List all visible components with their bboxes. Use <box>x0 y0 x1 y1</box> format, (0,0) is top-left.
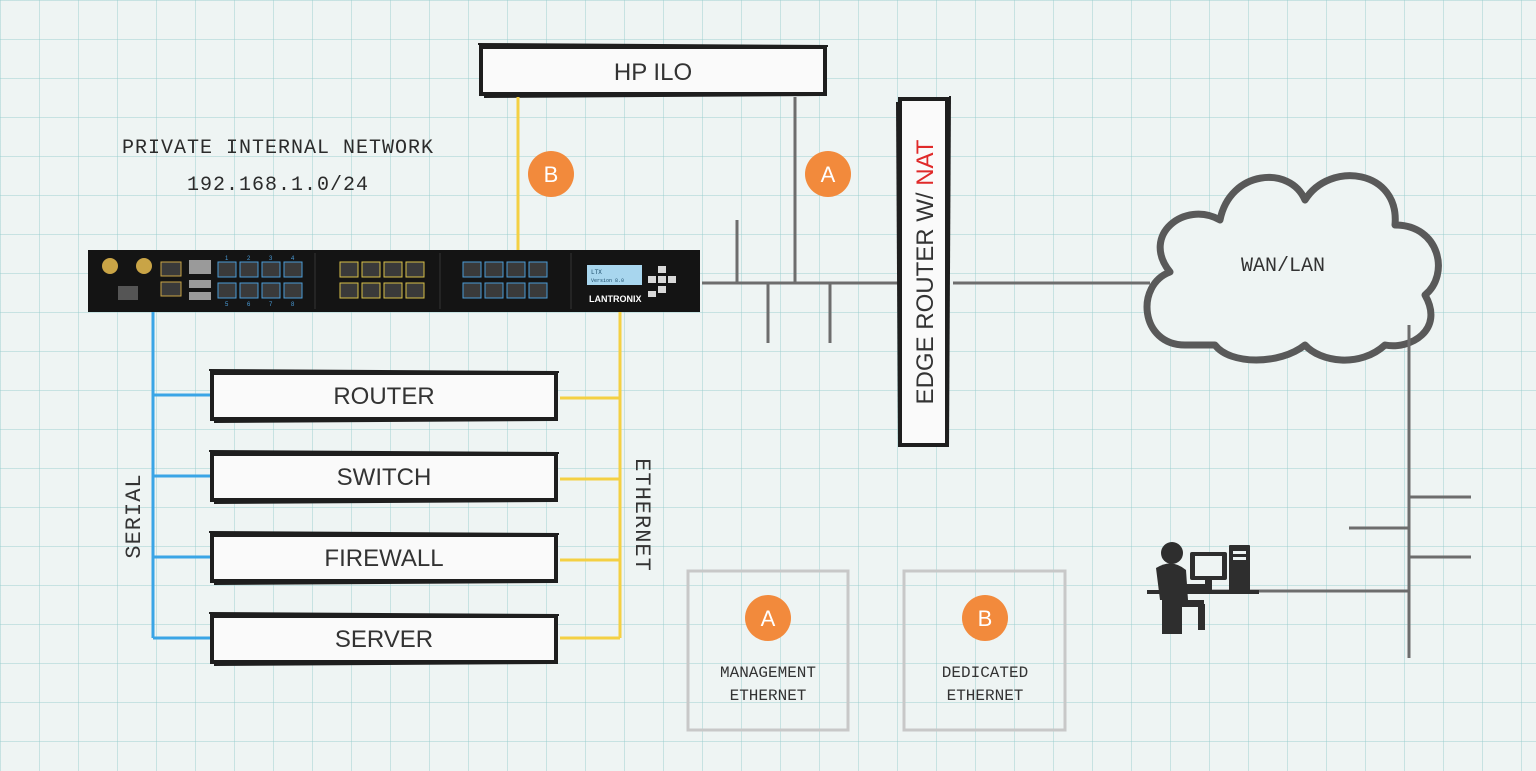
edge-router-label: EDGE ROUTER W/ NAT <box>912 139 939 404</box>
device-switch-label: SWITCH <box>337 464 432 491</box>
port-number: 3 <box>269 256 273 262</box>
lan-tree <box>1200 325 1471 658</box>
port-number: 5 <box>225 302 229 308</box>
hp-ilo-label: HP ILO <box>614 59 692 86</box>
hp-ilo-box: HP ILO <box>477 43 829 98</box>
legend-a-line-1: MANAGEMENT <box>720 664 816 682</box>
legend-dedicated-ethernet: B DEDICATED ETHERNET <box>902 569 1067 732</box>
cloud-icon: WAN/LAN <box>1143 172 1442 364</box>
port-number: 7 <box>269 302 273 308</box>
port-bank-2 <box>339 261 425 299</box>
device-server-label: SERVER <box>335 626 433 653</box>
port-number: 6 <box>247 302 251 308</box>
lcd-line-1: LTX <box>591 269 602 276</box>
legend-b-marker: B <box>978 606 993 631</box>
lantronix-appliance: 1 2 3 4 5 6 7 8 LTX Version 8.0 LANTRONI… <box>88 250 700 312</box>
appliance-brand: LANTRONIX <box>589 294 642 304</box>
device-switch: SWITCH <box>208 450 560 504</box>
serial-lines <box>151 312 212 640</box>
ethernet-lines <box>560 312 622 640</box>
port-number: 1 <box>225 256 229 262</box>
workstation-user-icon <box>1147 542 1259 634</box>
port-number: 8 <box>291 302 295 308</box>
network-subnet: 192.168.1.0/24 <box>187 174 369 197</box>
device-firewall: FIREWALL <box>208 531 560 585</box>
edge-router-box: EDGE ROUTER W/ NAT <box>896 95 951 448</box>
marker-a-label: A <box>821 162 836 187</box>
main-antenna-icon <box>136 258 152 274</box>
device-router: ROUTER <box>208 369 560 423</box>
edge-router-label-nat: NAT <box>912 139 939 186</box>
device-firewall-label: FIREWALL <box>324 545 443 572</box>
marker-b: B <box>528 151 574 197</box>
keypad <box>648 266 676 297</box>
legend-b-line-1: DEDICATED <box>942 664 1028 682</box>
legend-a-line-2: ETHERNET <box>730 687 807 705</box>
marker-a: A <box>805 151 851 197</box>
port-number: 2 <box>247 256 251 262</box>
device-server: SERVER <box>208 612 560 666</box>
cloud-label: WAN/LAN <box>1241 255 1325 278</box>
marker-b-label: B <box>544 162 559 187</box>
edge-router-label-main: EDGE ROUTER W/ <box>912 186 939 405</box>
port-bank-1 <box>217 261 303 299</box>
port-bank-3 <box>462 261 548 299</box>
lcd-display <box>587 265 642 285</box>
ethernet-label: ETHERNET <box>629 458 654 572</box>
port-number: 4 <box>291 256 295 262</box>
serial-label: SERIAL <box>122 473 147 558</box>
network-title: PRIVATE INTERNAL NETWORK <box>122 137 434 160</box>
legend-management-ethernet: A MANAGEMENT ETHERNET <box>686 569 850 732</box>
legend-b-line-2: ETHERNET <box>947 687 1024 705</box>
device-router-label: ROUTER <box>333 383 434 410</box>
lcd-line-2: Version 8.0 <box>591 278 624 284</box>
aux-antenna-icon <box>102 258 118 274</box>
network-bus <box>702 220 898 343</box>
legend-a-marker: A <box>761 606 776 631</box>
